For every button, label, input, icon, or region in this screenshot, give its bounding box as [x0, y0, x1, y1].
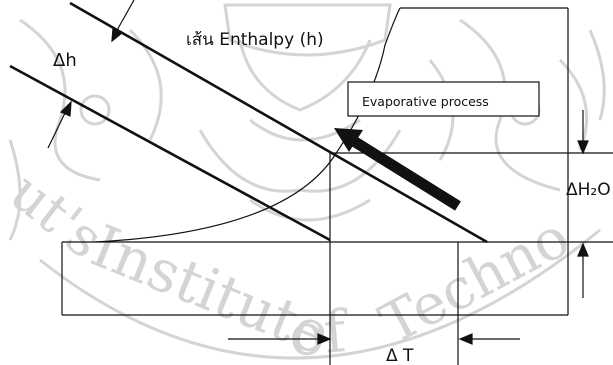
delta-h-label: Δh	[53, 50, 77, 71]
svg-text:Techno: Techno	[370, 205, 580, 358]
process-arrow	[334, 128, 461, 211]
leader-arrows	[47, 0, 135, 149]
delta-t-left-arrowhead	[458, 333, 473, 345]
lower-leader-line	[47, 110, 67, 149]
delta-t-right-arrowhead	[317, 333, 332, 345]
upper-leader-line	[115, 0, 135, 33]
delta-h2o-down-arrowhead	[577, 140, 589, 155]
upper-leader-arrowhead	[111, 27, 124, 43]
delta-t-label: Δ T	[386, 346, 414, 365]
evaporative-process-label: Evaporative process	[362, 94, 489, 109]
delta-t-arrows	[228, 333, 520, 345]
diagram-lines	[9, 1, 613, 365]
delta-h2o-up-arrowhead	[577, 242, 589, 257]
upper-enthalpy-line	[69, 1, 488, 244]
enthalpy-line-label: เส้น Enthalpy (h)	[186, 30, 324, 50]
svg-text:of: of	[286, 297, 352, 365]
delta-h2o-label: ΔH₂O	[566, 180, 611, 200]
delta-h2o-arrows	[577, 110, 589, 298]
lower-enthalpy-line	[9, 64, 331, 242]
watermark-seal-arc	[39, 228, 601, 360]
evaporative-process-box	[347, 81, 540, 117]
lower-leader-arrowhead	[59, 100, 72, 117]
